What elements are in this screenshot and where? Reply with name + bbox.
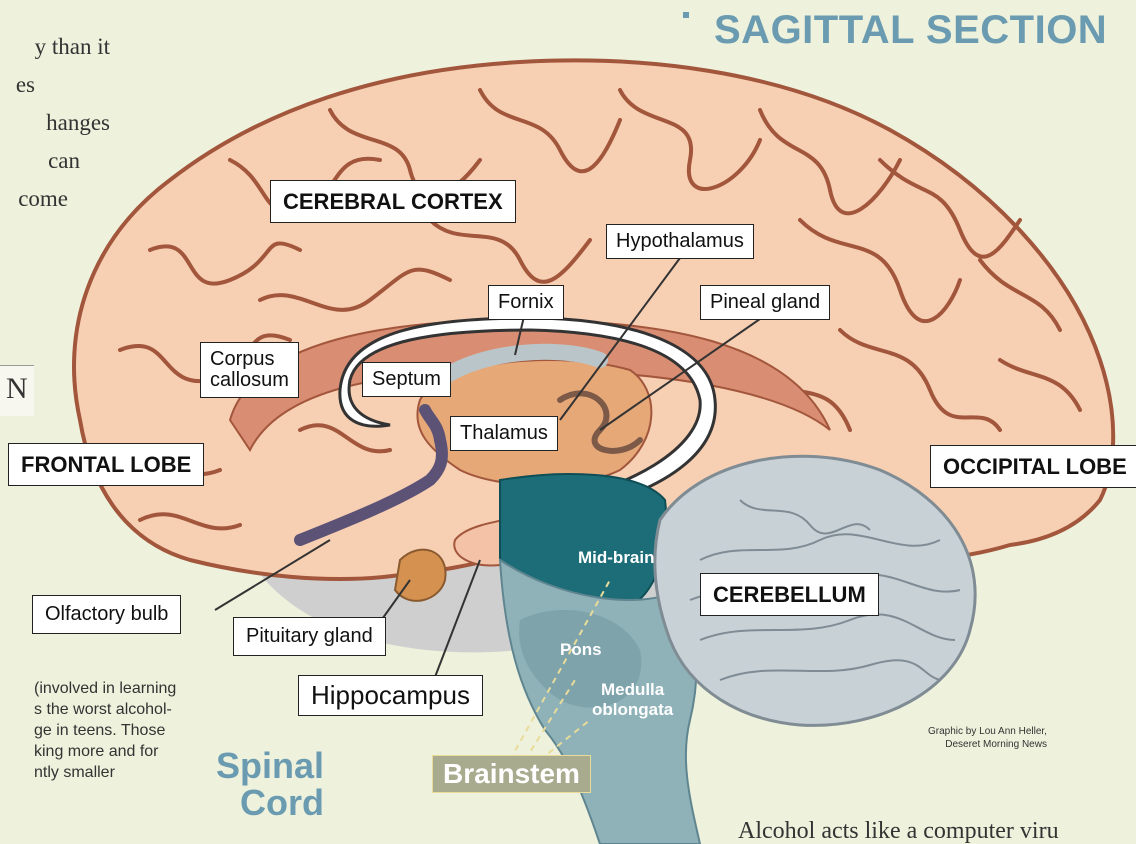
left-line-1: y than it xyxy=(0,34,110,72)
label-hippocampus: Hippocampus xyxy=(298,675,483,716)
label-fornix: Fornix xyxy=(488,285,564,320)
label-thalamus: Thalamus xyxy=(450,416,558,451)
label-spinal-line1: Spinal xyxy=(216,748,324,785)
bl-line-3: ge in teens. Those xyxy=(0,722,210,743)
left-article-text: y than it es hanges can come xyxy=(0,34,110,224)
left-line-4: can xyxy=(0,148,110,186)
credit-line2: Deseret Morning News xyxy=(928,739,1047,752)
label-corpus-callosum-line1: Corpus xyxy=(210,349,289,370)
label-pons: Pons xyxy=(560,640,602,660)
credit-line1: Graphic by Lou Ann Heller, xyxy=(928,726,1047,739)
label-pituitary-gland: Pituitary gland xyxy=(233,617,386,656)
graphic-credit: Graphic by Lou Ann Heller, Deseret Morni… xyxy=(928,726,1047,751)
label-brainstem: Brainstem xyxy=(432,755,591,793)
bottom-left-text: (involved in learning s the worst alcoho… xyxy=(0,680,210,785)
label-corpus-callosum-line2: callosum xyxy=(210,370,289,391)
bottom-right-text: Alcohol acts like a computer viru xyxy=(738,818,1136,844)
left-line-3: hanges xyxy=(0,110,110,148)
title: SAGITTAL SECTION xyxy=(714,8,1107,53)
bl-line-1: (involved in learning xyxy=(0,680,210,701)
pituitary-shape xyxy=(395,550,446,601)
label-medulla-oblongata: Medulla oblongata xyxy=(592,680,673,719)
label-spinal-line2: Cord xyxy=(216,785,324,822)
bl-line-2: s the worst alcohol- xyxy=(0,701,210,722)
label-medulla-line1: Medulla xyxy=(592,680,673,700)
label-septum: Septum xyxy=(362,362,451,397)
label-cerebellum: CEREBELLUM xyxy=(700,573,879,616)
bl-line-5: ntly smaller xyxy=(0,764,210,785)
label-pineal-gland: Pineal gland xyxy=(700,285,830,320)
label-corpus-callosum: Corpus callosum xyxy=(200,342,299,398)
title-accent-square xyxy=(683,12,689,18)
label-medulla-line2: oblongata xyxy=(592,700,673,720)
left-line-2: es xyxy=(0,72,110,110)
left-fragment: N xyxy=(6,372,28,406)
label-occipital-lobe: OCCIPITAL LOBE xyxy=(930,445,1136,488)
label-cerebral-cortex: CEREBRAL CORTEX xyxy=(270,180,516,223)
bottom-right-text-clip: Alcohol acts like a computer viru xyxy=(738,818,1136,844)
label-frontal-lobe: FRONTAL LOBE xyxy=(8,443,204,486)
left-line-5: come xyxy=(0,186,110,224)
label-mid-brain: Mid-brain xyxy=(578,548,655,568)
label-spinal-cord: Spinal Cord xyxy=(216,748,324,821)
bl-line-4: king more and for xyxy=(0,743,210,764)
label-hypothalamus: Hypothalamus xyxy=(606,224,754,259)
label-olfactory-bulb: Olfactory bulb xyxy=(32,595,181,634)
